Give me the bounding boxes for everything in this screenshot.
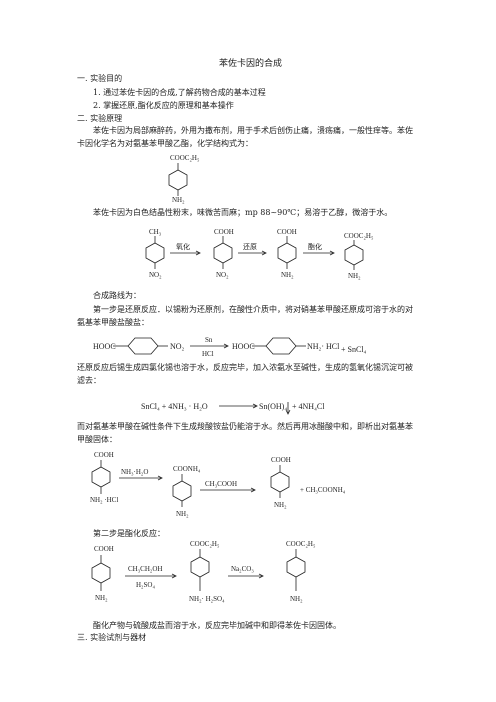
section-heading-reagents: 三. 实验试剂与器材 xyxy=(77,633,147,642)
eq2-tail: + 4NH₄Cl xyxy=(292,402,325,411)
route-cooh-a: COOH xyxy=(214,228,234,236)
eq1-nh2-hcl: NH₂· HCl xyxy=(307,342,340,351)
eq4-reagent-ethanol: CH₃CH₂OH xyxy=(128,565,162,573)
neutralization-equation: COOH NH₂ ·HCl NH₃·H₂O COONH₄ NH₂ CH₃COOH… xyxy=(90,451,346,518)
eq1-sncl4: + SnCl₄ xyxy=(341,345,367,354)
eq3-nh2-a: NH₂ xyxy=(176,510,189,518)
neutralization-paragraph: 而对氨基苯甲酸在碱性条件下生成羧酸铵盐仍能溶于水。然后再用冰醋酸中和，即析出对氨… xyxy=(77,422,413,444)
eq3-cooh-b: COOH xyxy=(271,456,291,464)
reduction-equation: HOOC NO₂ Sn HCl HOOC NH₂· HCl + SnCl₄ xyxy=(93,336,367,358)
eq3-reagent-acetic: CH₃COOH xyxy=(205,480,237,488)
eq4-nh2-b: NH₂ xyxy=(290,595,303,603)
eq1-no2: NO₂ xyxy=(170,342,185,351)
eq1-reagent-hcl: HCl xyxy=(202,350,214,358)
eq3-byproduct: + CH₃COONH₄ xyxy=(300,486,346,494)
eq3-nh2-hcl: NH₂ ·HCl xyxy=(90,496,118,504)
route-cooh-b: COOH xyxy=(277,228,297,236)
arrow-label-oxidation: 氧化 xyxy=(176,242,190,251)
route-nh2-a: NH₂ xyxy=(281,271,294,279)
eq2-left: SnCl₄ + 4NH₃ · H₂O xyxy=(141,402,208,411)
eq4-cooh: COOH xyxy=(94,545,114,553)
eq4-nh2-a: NH₂ xyxy=(95,594,108,602)
synthesis-route: CH₃ NO₂ 氧化 COOH NO₂ 还原 COOH NH₂ 酯化 COOC₂… xyxy=(145,228,374,280)
eq1-reagent-sn: Sn xyxy=(205,336,213,344)
eq3-reagent-nh3: NH₃·H₂O xyxy=(121,468,148,476)
eq2-right: Sn(OH)₄ xyxy=(259,402,287,411)
esterification-note: 酯化产物与硫酸成盐而溶于水，反应完毕加碱中和即得苯佐卡因固体。 xyxy=(93,621,341,630)
route-ch3: CH₃ xyxy=(149,228,162,236)
eq4-nh2-h2so4: NH₂· H₂SO₄ xyxy=(189,595,225,603)
eq4-cooc2h5-b: COOC₂H₅ xyxy=(286,540,316,548)
route-cooc2h5: COOC₂H₅ xyxy=(344,232,374,240)
purpose-item-2: 2. 掌握还原,酯化反应的原理和基本操作 xyxy=(93,101,234,110)
arrow-label-esterification: 酯化 xyxy=(308,242,322,251)
eq3-coonh4: COONH₄ xyxy=(173,465,201,473)
properties-paragraph: 苯佐卡因为白色结晶性粉末，味微苦而麻；mp 88~90℃；易溶于乙醇，微溶于水。 xyxy=(93,208,393,217)
step2-heading: 第二步是酯化反应： xyxy=(93,529,165,538)
eq1-hooc-right: HOOC xyxy=(232,342,255,351)
eq3-cooh-a: COOH xyxy=(94,451,114,459)
eq4-reagent-na2co3: Na₂CO₃ xyxy=(231,565,254,573)
intro-paragraph: 苯佐卡因为局部麻醉药，外用为撒布剂，用于手术后创伤止痛，溃疡痛，一般性痒等。苯佐… xyxy=(77,126,413,148)
step1-paragraph: 第一步是还原反应．以锡粉为还原剂，在酸性介质中，将对硝基苯甲酸还原成可溶于水的对… xyxy=(77,305,413,327)
label-nh2: NH₂ xyxy=(172,196,185,204)
label-cooc2h5: COOC₂H₅ xyxy=(170,154,200,162)
purpose-item-1: 1. 通过苯佐卡因的合成,了解药物合成的基本过程 xyxy=(93,88,266,97)
eq4-reagent-h2so4: H₂SO₄ xyxy=(136,581,155,589)
esterification-equation: COOH NH₂ CH₃CH₂OH H₂SO₄ COOC₂H₅ NH₂· H₂S… xyxy=(91,540,316,603)
section-heading-principle: 二. 实验原理 xyxy=(77,114,123,123)
eq1-hooc-left: HOOC xyxy=(93,342,116,351)
tin-hydroxide-equation: SnCl₄ + 4NH₃ · H₂O Sn(OH)₄ + 4NH₄Cl xyxy=(141,402,325,415)
eq3-nh2-b: NH₂ xyxy=(274,501,287,509)
route-no2-a: NO₂ xyxy=(149,271,162,279)
page-title: 苯佐卡因的合成 xyxy=(219,59,283,69)
section-heading-purpose: 一. 实验目的 xyxy=(77,74,123,83)
route-label: 合成路线为： xyxy=(93,291,141,300)
after-reduction-paragraph: 还原反应后锡生成四氯化锡也溶于水，反应完毕，加入浓氨水至碱性，生成的氢氧化锡沉淀… xyxy=(77,363,413,385)
arrow-label-reduction: 还原 xyxy=(243,243,257,251)
route-nh2-b: NH₂ xyxy=(348,272,361,280)
benzocaine-structure: COOC₂H₅ NH₂ xyxy=(168,154,200,204)
eq4-cooc2h5-a: COOC₂H₅ xyxy=(190,540,220,548)
route-no2-b: NO₂ xyxy=(216,271,229,279)
